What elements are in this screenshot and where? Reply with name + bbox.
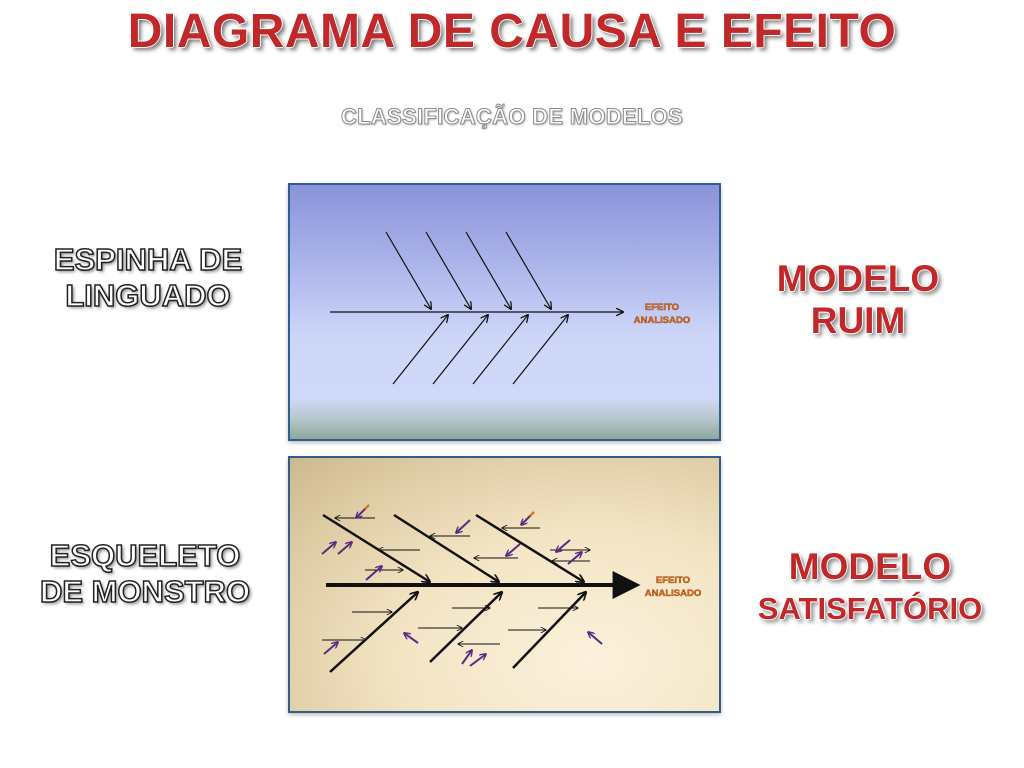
detail-arrow (321, 542, 336, 555)
effect-label: EFEITO (645, 302, 679, 313)
cause-bone (505, 231, 551, 309)
effect-label: EFEITO (656, 575, 690, 586)
cause-bone (425, 231, 471, 309)
cause-bone (465, 231, 511, 309)
detail-arrow (404, 633, 419, 644)
cause-bone (475, 513, 584, 582)
detail-arrow (323, 642, 338, 655)
detail-arrow (556, 539, 571, 552)
model-name-line: ESPINHA DE (53, 241, 243, 278)
cause-bone (392, 315, 448, 385)
fishbone-detailed-diagram: EFEITO ANALISADO (321, 504, 701, 673)
rating-line: MODELO (788, 546, 952, 587)
detail-arrow (456, 519, 471, 533)
detail-arrow (567, 552, 582, 565)
detail-arrow (337, 542, 352, 555)
cause-bone (385, 231, 431, 309)
cause-bone (472, 315, 528, 385)
model-name-line: DE MONSTRO (39, 573, 251, 610)
effect-label: ANALISADO (634, 315, 690, 326)
page-title: DIAGRAMA DE CAUSA E EFEITO (127, 5, 897, 58)
cause-bone (393, 513, 499, 582)
detail-arrow (529, 511, 535, 517)
model-name-line: ESQUELETO (49, 537, 241, 574)
cause-bone (322, 513, 430, 582)
detail-arrow (461, 650, 472, 665)
cause-bone (512, 592, 586, 669)
model-rating-ruim: MODELO RUIM (758, 258, 958, 342)
model-name-line: LINGUADO (65, 277, 232, 314)
cause-bone (429, 592, 502, 663)
fishbone-simple-diagram: EFEITO ANALISADO (330, 231, 690, 385)
model-name-esqueleto: ESQUELETO DE MONSTRO (20, 537, 270, 610)
detail-arrow (365, 566, 382, 581)
detail-arrow (588, 632, 603, 645)
rating-line: MODELO (776, 258, 940, 299)
cause-bone (329, 592, 418, 673)
detail-arrow (469, 654, 486, 667)
detail-arrow (506, 543, 521, 556)
effect-label: ANALISADO (645, 588, 701, 599)
detail-arrow (364, 504, 370, 510)
cause-bone (512, 315, 568, 385)
model-name-espinha: ESPINHA DE LINGUADO (30, 241, 266, 314)
page-subtitle: CLASSIFICAÇÃO DE MODELOS (340, 104, 684, 130)
fishbone-simple-panel: EFEITO ANALISADO (288, 183, 721, 441)
rating-line: SATISFATÓRIO (757, 591, 983, 626)
rating-line: RUIM (810, 300, 906, 341)
fishbone-detailed-panel: EFEITO ANALISADO (288, 456, 721, 713)
model-rating-satisfatorio: MODELO SATISFATÓRIO (735, 546, 1005, 630)
cause-bone (432, 315, 488, 385)
